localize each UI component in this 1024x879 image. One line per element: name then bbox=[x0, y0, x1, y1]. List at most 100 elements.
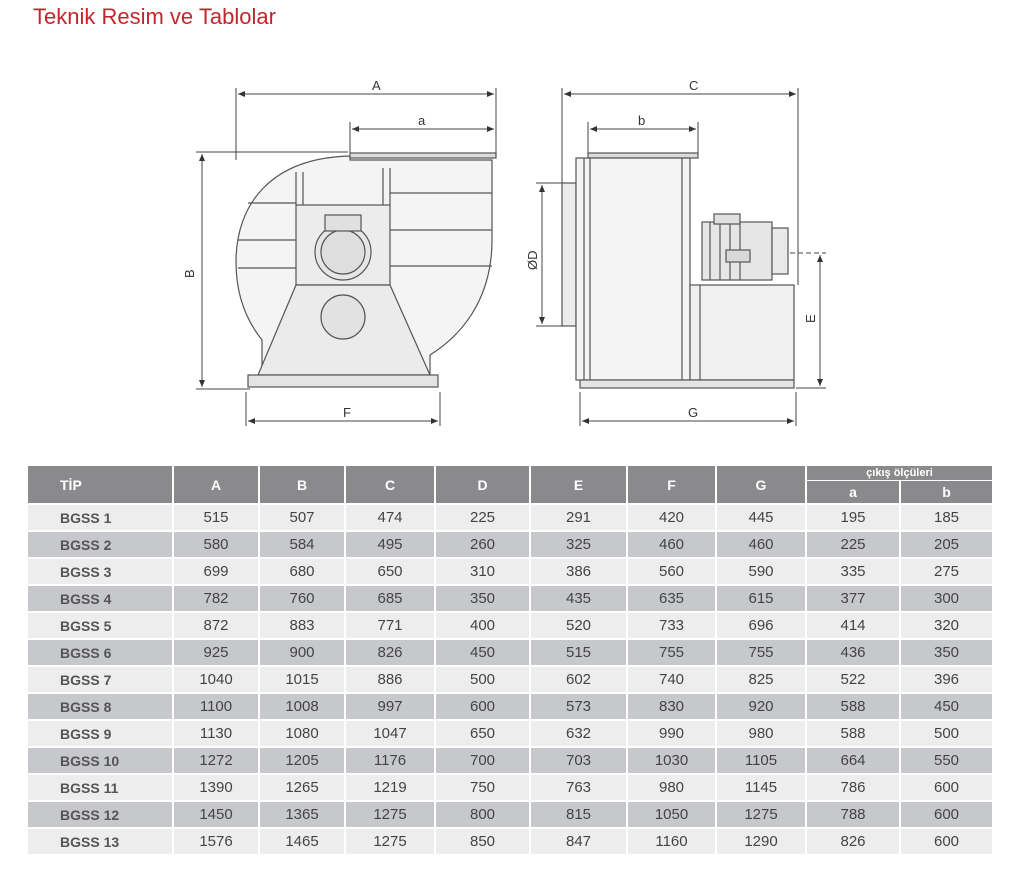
cell-B: 507 bbox=[259, 503, 346, 531]
cell-D: 850 bbox=[435, 827, 531, 854]
cell-B: 1015 bbox=[259, 665, 346, 693]
cell-A: 925 bbox=[173, 638, 260, 666]
cell-C: 886 bbox=[345, 665, 436, 693]
cell-D: 700 bbox=[435, 746, 531, 774]
cell-b: 300 bbox=[900, 584, 994, 612]
cell-a: 588 bbox=[806, 692, 901, 720]
inlet-opening bbox=[320, 294, 366, 340]
cell-a: 522 bbox=[806, 665, 901, 693]
cell-E: 763 bbox=[530, 773, 628, 801]
cell-a: 335 bbox=[806, 557, 901, 585]
dim-label-C: C bbox=[689, 78, 698, 93]
dim-label-D: ØD bbox=[525, 251, 540, 271]
cell-F: 635 bbox=[627, 584, 717, 612]
cell-C: 685 bbox=[345, 584, 436, 612]
header-group-outlet: çıkış ölçüleri bbox=[806, 466, 994, 481]
cell-tip: BGSS 12 bbox=[28, 800, 174, 828]
header-G: G bbox=[716, 466, 807, 504]
header-C: C bbox=[345, 466, 436, 504]
cell-tip: BGSS 5 bbox=[28, 611, 174, 639]
cell-C: 650 bbox=[345, 557, 436, 585]
cell-F: 980 bbox=[627, 773, 717, 801]
cell-D: 350 bbox=[435, 584, 531, 612]
cell-b: 450 bbox=[900, 692, 994, 720]
header-D: D bbox=[435, 466, 531, 504]
cell-G: 1145 bbox=[716, 773, 807, 801]
cell-F: 733 bbox=[627, 611, 717, 639]
cell-B: 680 bbox=[259, 557, 346, 585]
cell-C: 997 bbox=[345, 692, 436, 720]
cell-tip: BGSS 13 bbox=[28, 827, 174, 854]
dimension-table: TİP A B C D E F G çıkış ölçüleri a b BGS… bbox=[28, 466, 994, 854]
front-view bbox=[235, 152, 497, 388]
cell-A: 1576 bbox=[173, 827, 260, 854]
side-housing bbox=[575, 157, 691, 381]
motor-fan-cover bbox=[771, 227, 789, 275]
cell-F: 755 bbox=[627, 638, 717, 666]
cell-A: 1040 bbox=[173, 665, 260, 693]
cell-E: 602 bbox=[530, 665, 628, 693]
dim-label-E: E bbox=[803, 314, 818, 323]
cell-B: 1265 bbox=[259, 773, 346, 801]
cell-a: 788 bbox=[806, 800, 901, 828]
cell-F: 990 bbox=[627, 719, 717, 747]
cell-D: 750 bbox=[435, 773, 531, 801]
cell-A: 1100 bbox=[173, 692, 260, 720]
front-dimensions bbox=[196, 88, 497, 426]
dim-label-A: A bbox=[372, 78, 381, 93]
cell-a: 225 bbox=[806, 530, 901, 558]
table-row: BGSS 1 515 507 474 225 291 420 445 195 1… bbox=[28, 503, 994, 531]
cell-b: 275 bbox=[900, 557, 994, 585]
cell-a: 436 bbox=[806, 638, 901, 666]
cell-G: 590 bbox=[716, 557, 807, 585]
dim-label-b: b bbox=[638, 113, 645, 128]
cell-E: 515 bbox=[530, 638, 628, 666]
header-F: F bbox=[627, 466, 717, 504]
cell-E: 847 bbox=[530, 827, 628, 854]
table-row: BGSS 2 580 584 495 260 325 460 460 225 2… bbox=[28, 530, 994, 558]
header-B: B bbox=[259, 466, 346, 504]
cell-a: 377 bbox=[806, 584, 901, 612]
cell-b: 600 bbox=[900, 827, 994, 854]
cell-D: 600 bbox=[435, 692, 531, 720]
cell-C: 495 bbox=[345, 530, 436, 558]
table-body: BGSS 1 515 507 474 225 291 420 445 195 1… bbox=[28, 503, 994, 854]
cell-b: 550 bbox=[900, 746, 994, 774]
header-tip: TİP bbox=[28, 466, 174, 504]
header-A: A bbox=[173, 466, 260, 504]
cell-E: 291 bbox=[530, 503, 628, 531]
cell-A: 872 bbox=[173, 611, 260, 639]
header-a: a bbox=[806, 480, 901, 504]
table-row: BGSS 7 1040 1015 886 500 602 740 825 522… bbox=[28, 665, 994, 693]
cell-F: 1160 bbox=[627, 827, 717, 854]
cell-A: 1450 bbox=[173, 800, 260, 828]
header-E: E bbox=[530, 466, 628, 504]
cell-B: 900 bbox=[259, 638, 346, 666]
cell-C: 1275 bbox=[345, 827, 436, 854]
cell-G: 615 bbox=[716, 584, 807, 612]
cell-tip: BGSS 3 bbox=[28, 557, 174, 585]
cell-F: 740 bbox=[627, 665, 717, 693]
cell-tip: BGSS 9 bbox=[28, 719, 174, 747]
cell-a: 786 bbox=[806, 773, 901, 801]
cell-G: 755 bbox=[716, 638, 807, 666]
table-row: BGSS 9 1130 1080 1047 650 632 990 980 58… bbox=[28, 719, 994, 747]
cell-b: 500 bbox=[900, 719, 994, 747]
cell-A: 699 bbox=[173, 557, 260, 585]
cell-D: 650 bbox=[435, 719, 531, 747]
cell-E: 703 bbox=[530, 746, 628, 774]
cell-D: 225 bbox=[435, 503, 531, 531]
cell-G: 1290 bbox=[716, 827, 807, 854]
cell-b: 600 bbox=[900, 773, 994, 801]
table-row: BGSS 8 1100 1008 997 600 573 830 920 588… bbox=[28, 692, 994, 720]
cell-A: 1272 bbox=[173, 746, 260, 774]
cell-D: 310 bbox=[435, 557, 531, 585]
cell-b: 396 bbox=[900, 665, 994, 693]
cell-G: 825 bbox=[716, 665, 807, 693]
cell-C: 771 bbox=[345, 611, 436, 639]
table-row: BGSS 4 782 760 685 350 435 635 615 377 3… bbox=[28, 584, 994, 612]
side-dimensions bbox=[536, 88, 826, 426]
dim-label-a: a bbox=[418, 113, 426, 128]
cell-a: 414 bbox=[806, 611, 901, 639]
table-row: BGSS 10 1272 1205 1176 700 703 1030 1105… bbox=[28, 746, 994, 774]
